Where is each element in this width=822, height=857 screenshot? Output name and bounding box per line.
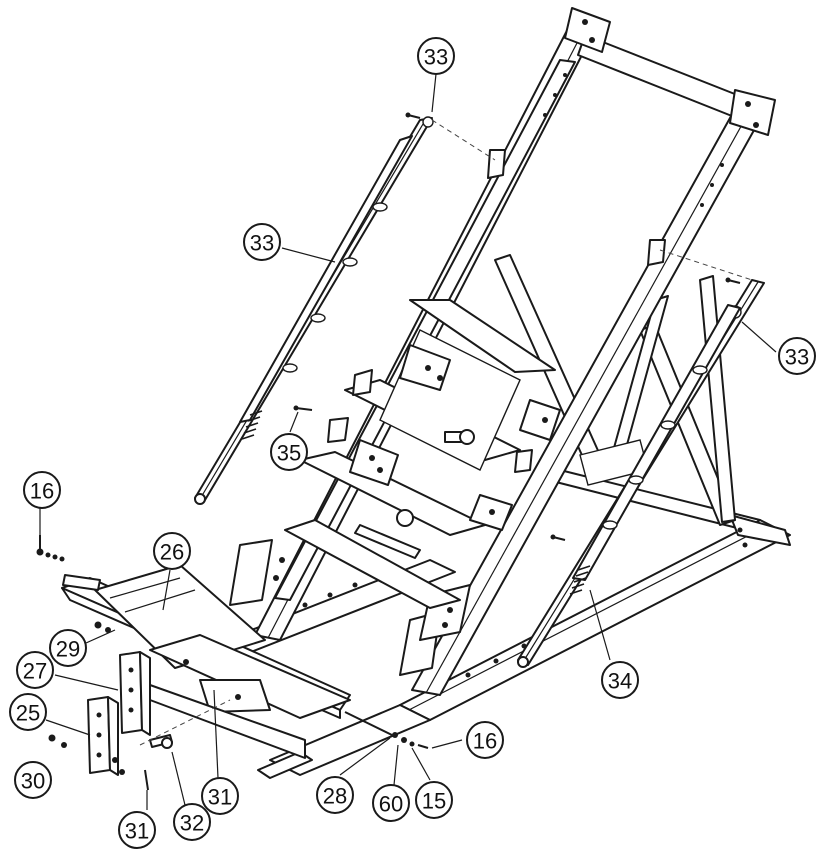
callout-label: 27 <box>23 659 47 684</box>
callout-label: 15 <box>422 789 446 814</box>
callout-34: 34 <box>601 661 639 699</box>
callout-33-right: 33 <box>778 337 816 375</box>
callout-35: 35 <box>270 433 308 471</box>
callout-28: 28 <box>316 776 354 814</box>
main-rails <box>229 7 776 696</box>
callout-15: 15 <box>415 781 453 819</box>
callout-33-top: 33 <box>417 37 455 75</box>
callout-label: 16 <box>473 729 497 754</box>
callout-label: 33 <box>424 45 448 70</box>
callout-label: 32 <box>180 811 204 836</box>
callout-32: 32 <box>173 803 211 841</box>
carriage <box>284 149 666 609</box>
callout-33-left: 33 <box>243 223 281 261</box>
callout-27: 27 <box>16 651 54 689</box>
callout-31-bottom: 31 <box>118 811 156 849</box>
callout-label: 31 <box>208 785 232 810</box>
callout-label: 26 <box>160 540 184 565</box>
callout-16-left: 16 <box>23 471 61 509</box>
callout-label: 29 <box>56 637 80 662</box>
callout-label: 28 <box>323 784 347 809</box>
left-safety-rod <box>194 116 434 505</box>
callout-label: 30 <box>21 769 45 794</box>
callout-label: 35 <box>277 441 301 466</box>
callout-30: 30 <box>14 761 52 799</box>
callout-16-right: 16 <box>466 721 504 759</box>
right-safety-rod <box>517 279 765 668</box>
callout-label: 60 <box>379 792 403 817</box>
hardware <box>36 112 741 791</box>
callout-label: 33 <box>785 345 809 370</box>
callout-label: 34 <box>608 669 632 694</box>
callout-31-mid: 31 <box>201 777 239 815</box>
foot-plate-26 <box>61 564 351 759</box>
callout-label: 16 <box>30 479 54 504</box>
callout-26: 26 <box>153 532 191 570</box>
callout-label: 31 <box>125 819 149 844</box>
callout-label: 33 <box>250 231 274 256</box>
callout-25: 25 <box>9 693 47 731</box>
callout-60: 60 <box>372 784 410 822</box>
posts <box>87 651 151 776</box>
leader-lines <box>39 73 777 810</box>
callout-label: 25 <box>16 701 40 726</box>
callout-29: 29 <box>49 629 87 667</box>
